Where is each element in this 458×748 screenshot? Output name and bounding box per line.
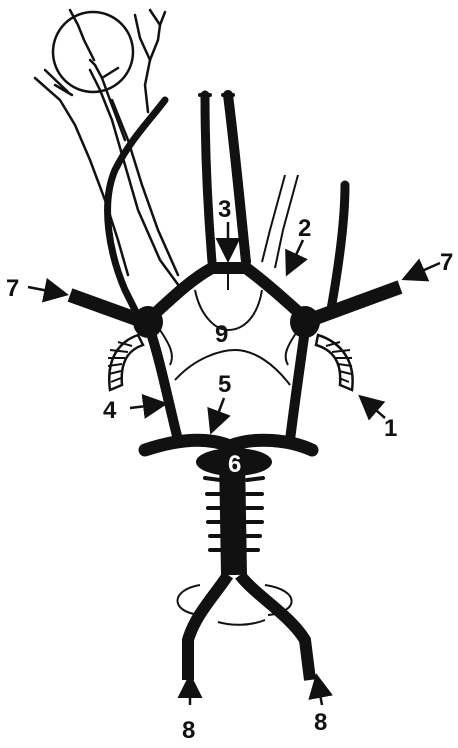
arterial-circle — [150, 268, 305, 440]
arrow-5 — [212, 398, 224, 430]
vertebral-arteries — [188, 575, 310, 680]
arrow-4 — [130, 404, 163, 408]
label-7-left: 7 — [6, 275, 19, 302]
label-5: 5 — [218, 371, 231, 398]
label-6: 6 — [228, 451, 241, 478]
arrow-7-right — [406, 263, 440, 278]
right-middle-cerebral-artery — [310, 287, 400, 320]
label-7-right: 7 — [440, 249, 453, 276]
eye-globe — [53, 12, 133, 92]
label-1: 1 — [384, 415, 397, 442]
label-2: 2 — [298, 215, 311, 242]
arrow-2 — [288, 240, 303, 272]
optic-tract-lines — [262, 175, 298, 268]
anterior-cerebral-arteries — [200, 95, 246, 262]
right-upper-branch — [330, 185, 345, 315]
label-3: 3 — [218, 196, 231, 223]
arrow-7-left — [28, 287, 64, 294]
label-8-left: 8 — [182, 717, 195, 744]
label-9: 9 — [215, 321, 228, 348]
label-4: 4 — [103, 397, 117, 424]
arrow-8-right — [317, 678, 322, 705]
left-carotid-coil — [108, 335, 143, 390]
label-8-right: 8 — [314, 709, 327, 736]
arrow-1 — [362, 398, 385, 418]
right-carotid-coil — [316, 335, 353, 390]
